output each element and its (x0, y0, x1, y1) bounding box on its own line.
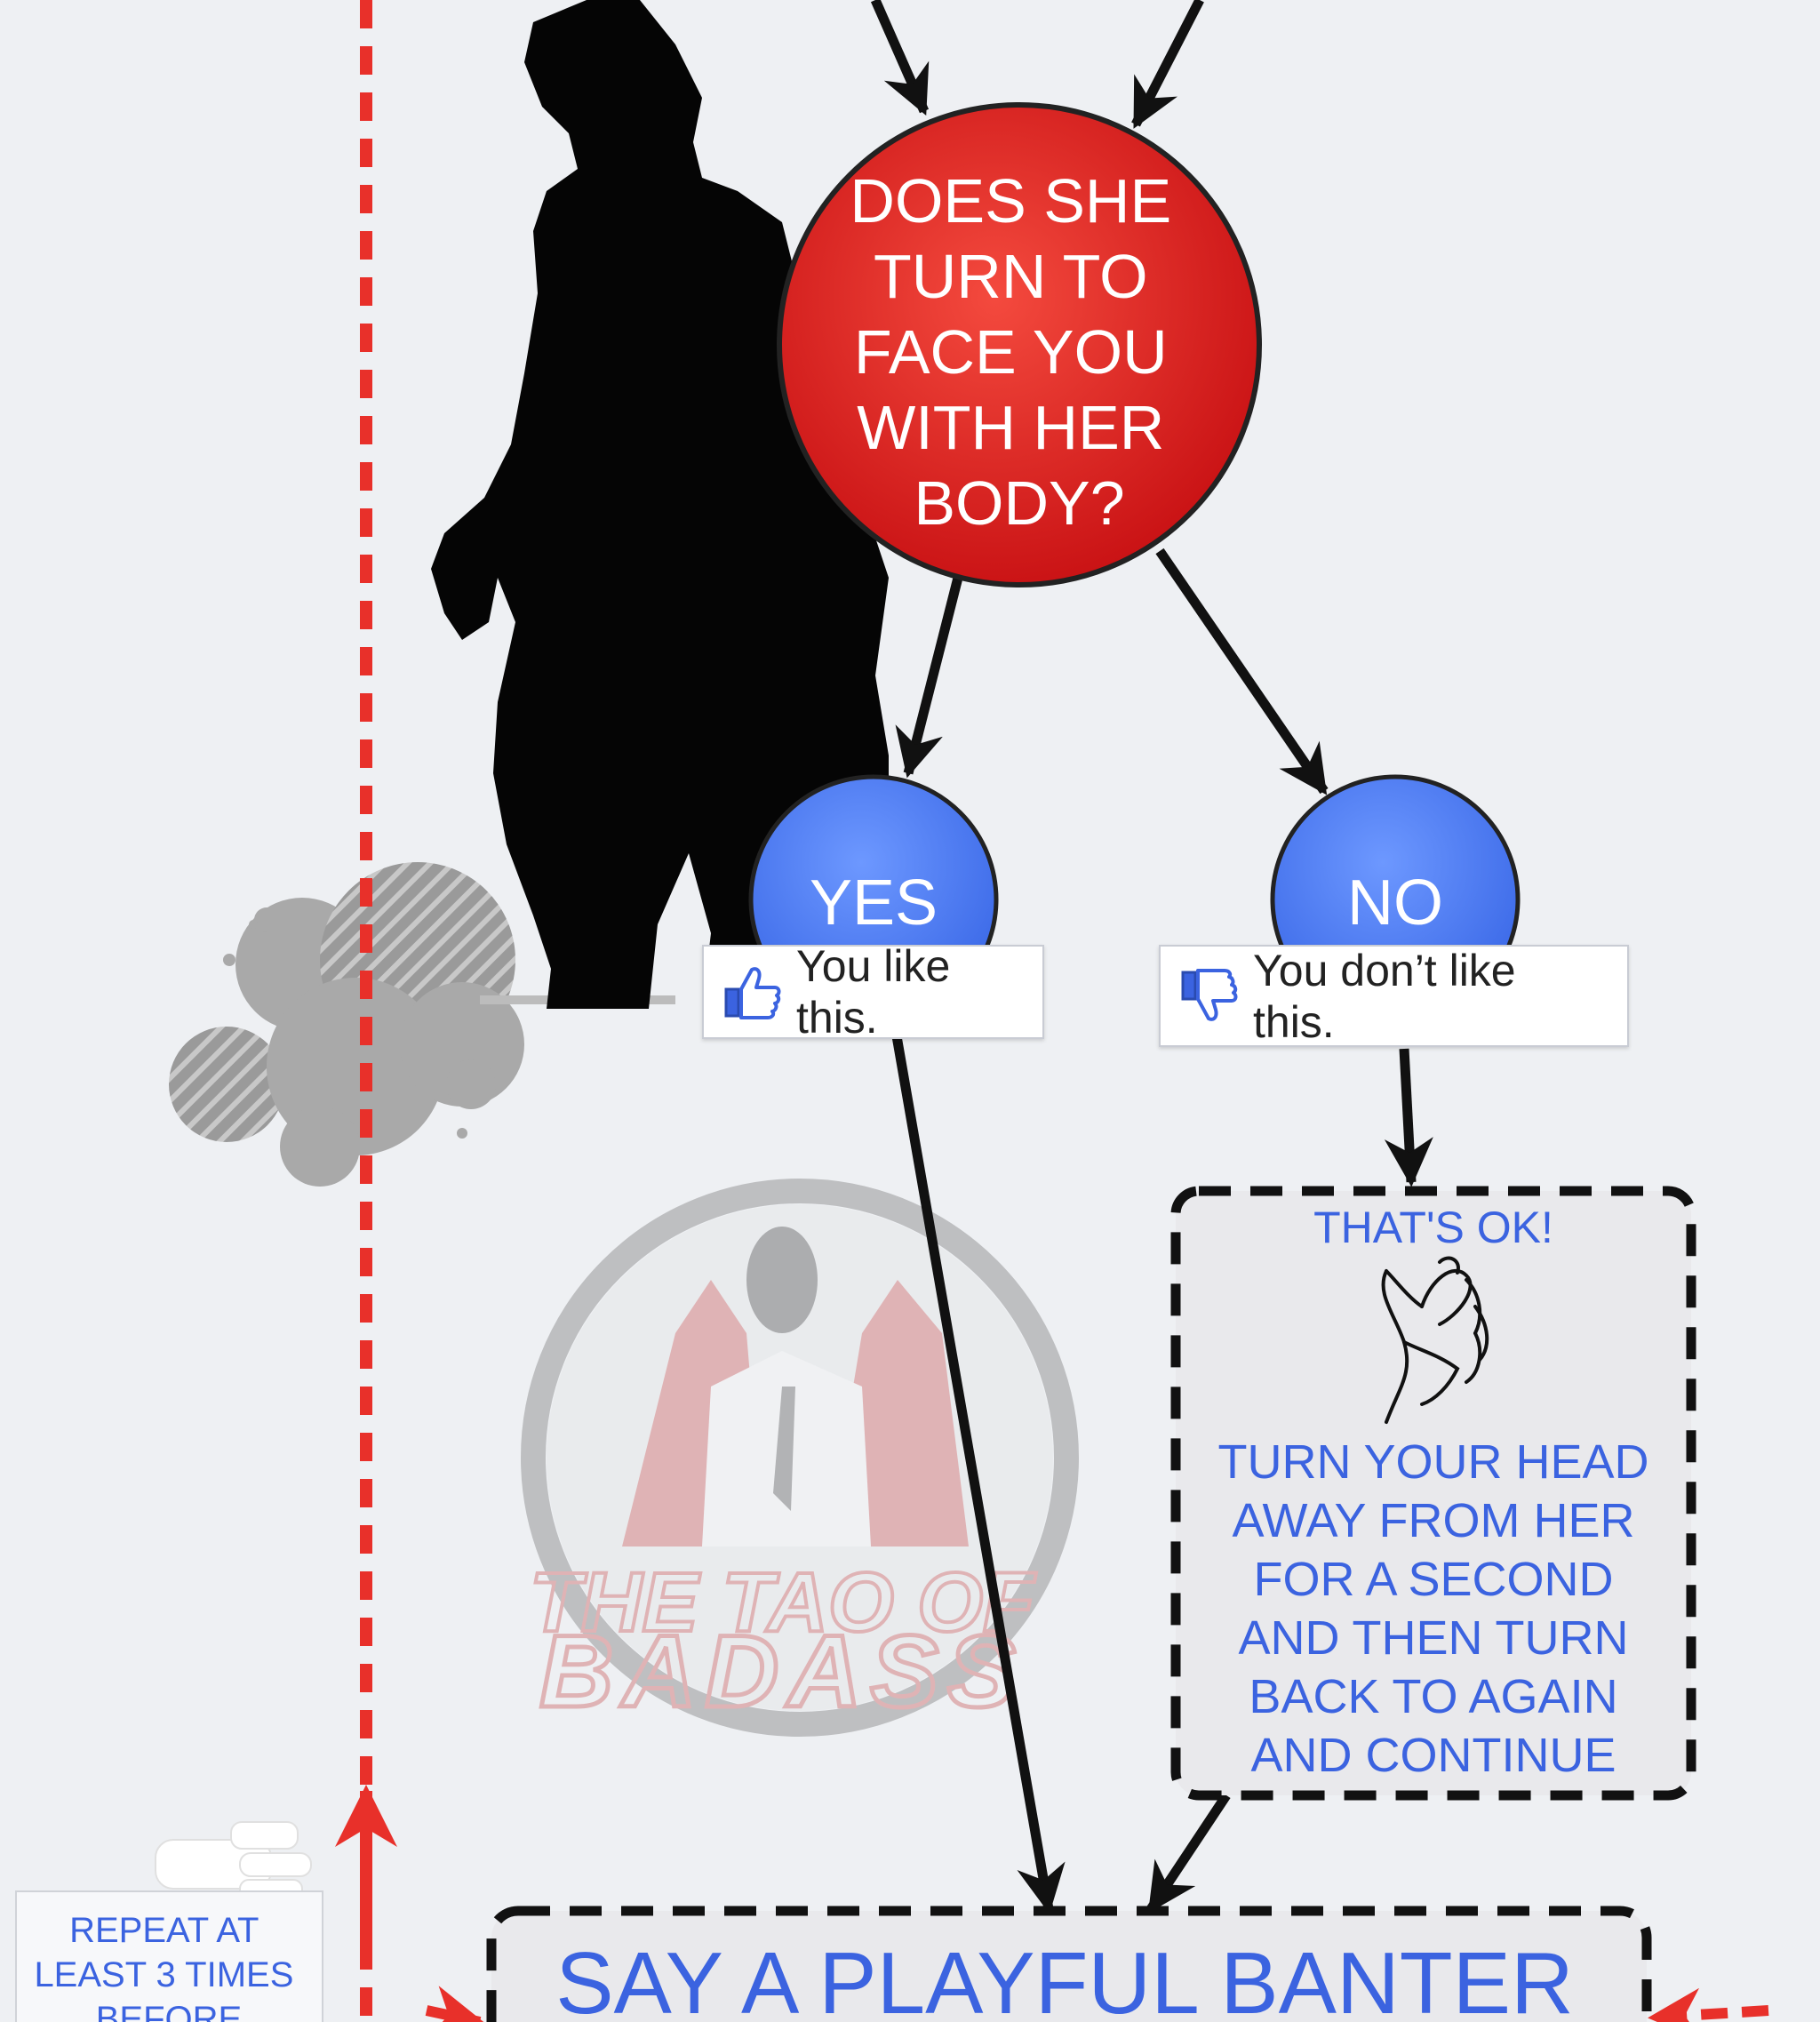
woman-silhouette (431, 0, 889, 1009)
thumbs-up-icon (724, 967, 781, 1019)
like-label: You like this. (702, 941, 1044, 1043)
repeat-note-text: REPEAT AT LEAST 3 TIMES BEFORE (34, 1911, 303, 2022)
paint-splatter (169, 862, 675, 1187)
flow-arrows (870, 0, 1433, 1914)
dislike-label: You don’t like this. (1159, 945, 1629, 1047)
repeat-in-arrow-right (1648, 1987, 1769, 2022)
repeat-line-3: BEFORE (96, 2000, 242, 2022)
ok-box-body: TURN YOUR HEAD AWAY FROM HER FOR A SECON… (1182, 1433, 1685, 1785)
ok-hand-icon (1381, 1256, 1489, 1424)
ok-box-frame (1170, 1186, 1696, 1801)
question-line-4: WITH HER (857, 393, 1164, 462)
question-node (777, 102, 1262, 587)
like-text: You like this. (796, 941, 951, 1043)
banter-text: SAY A PLAYFUL BANTER (555, 1934, 1574, 2022)
question-line-5: BODY? (914, 468, 1124, 538)
ok-line-5: BACK TO AGAIN (1249, 1670, 1618, 1723)
ok-line-2: AWAY FROM HER (1232, 1494, 1635, 1547)
watermark-line2: BADASS (539, 1615, 1025, 1729)
watermark-line1: THE TAO OF (530, 1555, 1037, 1650)
ok-line-1: TURN YOUR HEAD (1217, 1435, 1649, 1489)
ok-line-3: FOR A SECOND (1253, 1553, 1614, 1606)
ok-box-title: THAT'S OK! (1313, 1203, 1553, 1252)
ok-line-4: AND THEN TURN (1238, 1611, 1629, 1665)
pointing-hand-icon (155, 1821, 312, 1900)
repeat-line-1: REPEAT AT (69, 1911, 259, 1950)
thumbs-down-icon (1181, 968, 1238, 1021)
repeat-note-box (15, 1890, 323, 2022)
watermark-logo: THE TAO OF BADASS (521, 1179, 1079, 1737)
yes-label: YES (810, 867, 938, 939)
ok-line-6: AND CONTINUE (1250, 1729, 1616, 1782)
question-line-3: FACE YOU (854, 317, 1168, 387)
question-line-2: TURN TO (874, 242, 1148, 311)
question-text: DOES SHE TURN TO FACE YOU WITH HER BODY? (850, 166, 1188, 538)
repeat-in-arrow-left (425, 1986, 485, 2022)
question-line-1: DOES SHE (850, 166, 1171, 236)
repeat-line-2: LEAST 3 TIMES (34, 1955, 293, 1994)
dislike-text: You don’t like this. (1253, 945, 1516, 1047)
banter-box-frame (486, 1906, 1652, 2022)
no-label: NO (1347, 867, 1443, 939)
